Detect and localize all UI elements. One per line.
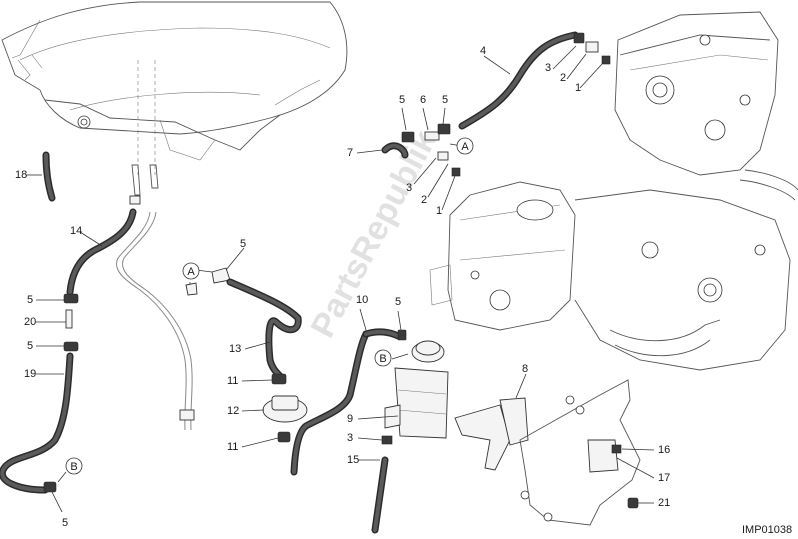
callout-number: 3 — [545, 62, 551, 74]
left-hose-assembly — [0, 151, 195, 494]
engine-block — [429, 11, 798, 371]
callout-number: 15 — [347, 454, 359, 466]
callout-number: 18 — [15, 169, 27, 181]
callout-number: 5 — [442, 94, 448, 106]
middle-hose-assembly — [185, 267, 407, 476]
connector-circle — [182, 262, 200, 280]
callout-number: 12 — [227, 405, 239, 417]
callout-number: 1 — [436, 205, 442, 217]
reservoir — [371, 340, 449, 534]
connector-label: A — [461, 141, 469, 153]
callout-number: 14 — [70, 225, 82, 237]
leader-lines — [26, 45, 655, 513]
connector-circle — [65, 457, 83, 475]
connector-label: A — [187, 266, 195, 278]
connector-label: B — [379, 353, 386, 365]
callout-number: 5 — [62, 517, 68, 529]
callout-number: 2 — [560, 72, 566, 84]
connector-markers: A A B B — [65, 137, 474, 475]
callout-number: 5 — [27, 340, 33, 352]
callout-number: 19 — [24, 368, 36, 380]
callout-number: 11 — [227, 375, 238, 387]
callout-number: 21 — [658, 497, 670, 509]
callout-number: 8 — [522, 363, 528, 375]
callout-number: 4 — [480, 45, 486, 57]
callout-number: 10 — [356, 294, 368, 306]
callout-number: 1 — [575, 82, 581, 94]
callout-number: 2 — [421, 194, 427, 206]
callout-number: 3 — [347, 432, 353, 444]
callout-number: 5 — [395, 296, 401, 308]
connector-circle — [374, 349, 392, 367]
bracket-assembly — [454, 379, 641, 526]
callout-number: 11 — [227, 441, 238, 453]
upper-right-hose — [381, 31, 611, 177]
callout-number: 3 — [406, 182, 412, 194]
callout-number: 16 — [658, 444, 670, 456]
callout-number: 7 — [347, 147, 353, 159]
callout-number: 9 — [347, 413, 353, 425]
fuel-tank — [1, 1, 348, 205]
connector-circle — [456, 137, 474, 155]
connector-label: B — [70, 461, 77, 473]
callout-number: 6 — [420, 94, 426, 106]
callout-number: 5 — [399, 94, 405, 106]
callout-number: 5 — [240, 238, 246, 250]
callout-number: 17 — [658, 472, 670, 484]
callout-number: 5 — [27, 294, 33, 306]
diagram-code: IMP01038 — [742, 524, 792, 536]
watermark: PartsRepublik — [304, 124, 445, 344]
callout-number: 13 — [229, 343, 241, 355]
callout-number: 20 — [24, 316, 36, 328]
